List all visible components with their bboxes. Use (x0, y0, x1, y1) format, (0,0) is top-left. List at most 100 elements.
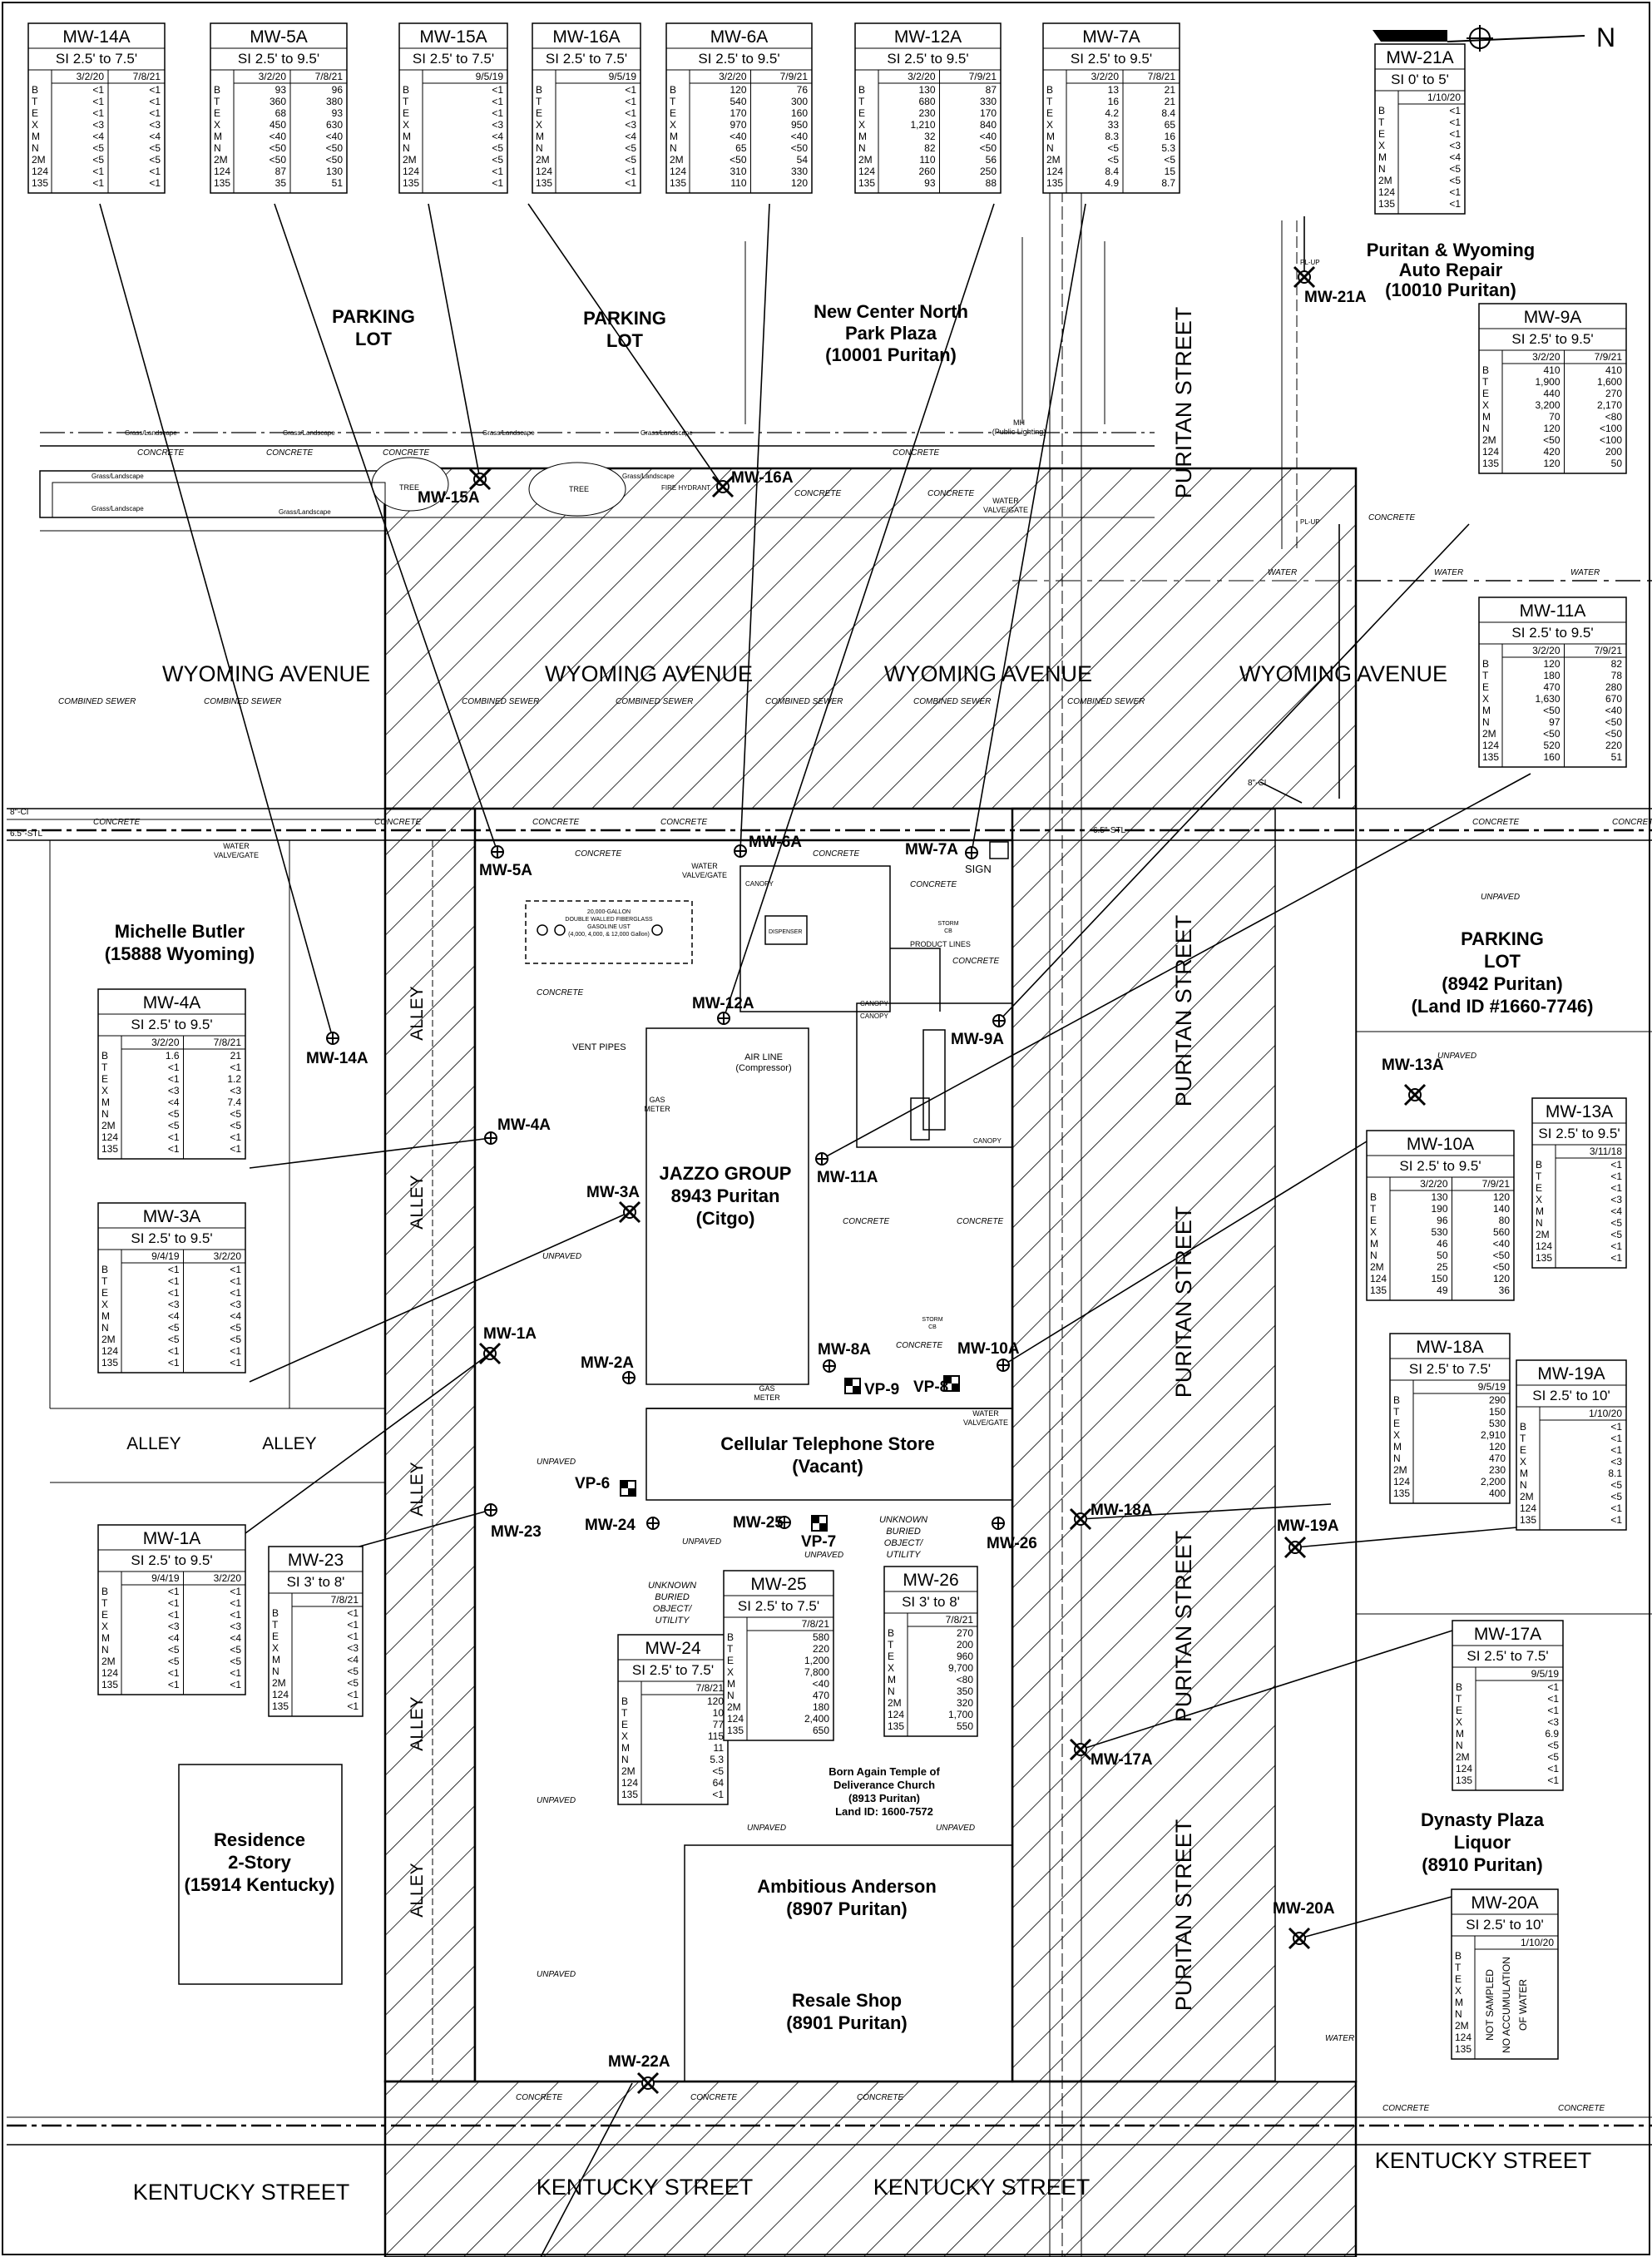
table-param-label: 2M (1482, 434, 1496, 446)
table-cell: <50 (1605, 728, 1623, 740)
monitoring-well-dot-icon (734, 844, 747, 858)
table-cell: <1 (492, 84, 503, 96)
table-title: MW-11A (1520, 601, 1586, 621)
table-title: MW-21A (1386, 48, 1453, 67)
street-label-puritan: PURITAN STREET (1171, 1819, 1196, 2012)
table-cell: <5 (492, 154, 503, 166)
table-date-header: 7/9/21 (1595, 645, 1623, 656)
well-mw-23: MW-23 (484, 1503, 542, 1541)
table-param-label: M (1520, 1468, 1528, 1479)
table-param-label: E (888, 1651, 894, 1662)
svg-text:PL-UP: PL-UP (1300, 259, 1320, 266)
table-param-label: N (1520, 1479, 1527, 1491)
svg-text:Grass/Landscape: Grass/Landscape (482, 429, 535, 437)
monitoring-well-x-icon (1288, 1927, 1311, 1950)
table-cell: 840 (980, 119, 997, 131)
svg-text:UNPAVED: UNPAVED (537, 1970, 576, 1979)
table-param-label: 124 (858, 166, 875, 177)
table-cell: 93 (924, 177, 936, 189)
svg-text:UNPAVED: UNPAVED (804, 1551, 843, 1560)
alley-label: ALLEY (408, 1462, 427, 1516)
table-param-label: X (888, 1662, 894, 1674)
table-param-label: M (101, 1632, 110, 1644)
table-cell: <3 (230, 1621, 241, 1632)
table-param-label: 135 (32, 177, 48, 189)
table-cell: 97 (1549, 716, 1560, 728)
table-param-label: X (1378, 140, 1385, 151)
table-cell: <1 (230, 1131, 241, 1143)
table-title: MW-17A (1474, 1625, 1541, 1644)
well-label: MW-25 (733, 1514, 784, 1532)
table-param-label: X (1482, 399, 1489, 411)
table-cell: 21 (1165, 96, 1176, 107)
leader-line (723, 203, 995, 1019)
table-cell: <1 (1610, 1421, 1622, 1433)
table-param-label: X (1520, 1456, 1526, 1468)
table-cell: <1 (168, 1679, 180, 1690)
table-param-label: X (670, 119, 676, 131)
leader-line (249, 1211, 631, 1383)
table-param-label: E (1536, 1182, 1542, 1194)
street-label-puritan: PURITAN STREET (1171, 1531, 1196, 1723)
table-date-header: 3/2/20 (719, 71, 747, 82)
monitoring-well-dot-icon (646, 1517, 660, 1530)
table-cell: <4 (230, 1310, 241, 1322)
table-screen-interval: SI 2.5' to 7.5' (1467, 1648, 1548, 1664)
table-param-label: E (621, 1719, 628, 1730)
table-cell: <50 (1543, 434, 1560, 446)
table-cell: 78 (1611, 670, 1623, 681)
well-label: MW-19A (1277, 1517, 1339, 1535)
table-param-label: M (621, 1742, 630, 1754)
table-param-label: 135 (621, 1789, 638, 1800)
table-cell: <4 (168, 1310, 180, 1322)
table-title: MW-9A (1524, 308, 1582, 327)
monitoring-well-x-icon (636, 2071, 660, 2095)
table-cell: 350 (957, 1685, 973, 1697)
svg-text:CONCRETE: CONCRETE (893, 448, 939, 458)
north-label: N (1596, 22, 1615, 52)
svg-text:CONCRETE: CONCRETE (957, 1217, 1003, 1226)
table-cell: 410 (1605, 364, 1622, 376)
table-cell: 1,600 (1597, 376, 1622, 388)
table-param-label: B (101, 1264, 108, 1275)
table-param-label: M (1370, 1238, 1378, 1250)
table-cell: 35 (275, 177, 287, 189)
table-title: MW-4A (143, 993, 201, 1012)
alley-label: ALLEY (408, 1863, 427, 1917)
table-cell: <5 (168, 1334, 180, 1345)
svg-text:COMBINED SEWER: COMBINED SEWER (462, 697, 539, 706)
table-cell: <100 (1600, 434, 1622, 446)
well-label: MW-21A (1304, 289, 1367, 306)
table-screen-interval: SI 2.5' to 7.5' (1409, 1361, 1491, 1377)
table-cell: <50 (270, 142, 287, 154)
well-mw-7a: MW-7A (905, 841, 978, 859)
table-cell: 2,170 (1597, 399, 1622, 411)
table-cell: <1 (1610, 1502, 1622, 1514)
table-param-label: 2M (1455, 2020, 1469, 2032)
well-label: MW-6A (749, 834, 802, 851)
svg-text:UNPAVED: UNPAVED (542, 1252, 581, 1261)
table-param-label: T (621, 1707, 628, 1719)
table-cell: <4 (625, 131, 636, 142)
table-date-header: 9/4/19 (151, 1572, 180, 1584)
table-cell: 270 (957, 1627, 973, 1639)
table-cell: <3 (1610, 1194, 1622, 1205)
svg-text:Grass/Landscape: Grass/Landscape (92, 505, 144, 512)
table-date-header: 1/10/20 (1427, 92, 1461, 103)
table-cell: 80 (1499, 1215, 1511, 1226)
table-param-label: 124 (1520, 1502, 1536, 1514)
table-param-label: 2M (403, 154, 417, 166)
table-cell: <1 (712, 1789, 724, 1800)
table-param-label: E (272, 1631, 279, 1642)
hatched-property-areas (383, 467, 1358, 2257)
table-cell: <3 (92, 119, 104, 131)
street-label-kentucky: KENTUCKY STREET (1375, 2148, 1592, 2173)
table-param-label: B (1393, 1394, 1400, 1406)
table-param-label: M (536, 131, 544, 142)
